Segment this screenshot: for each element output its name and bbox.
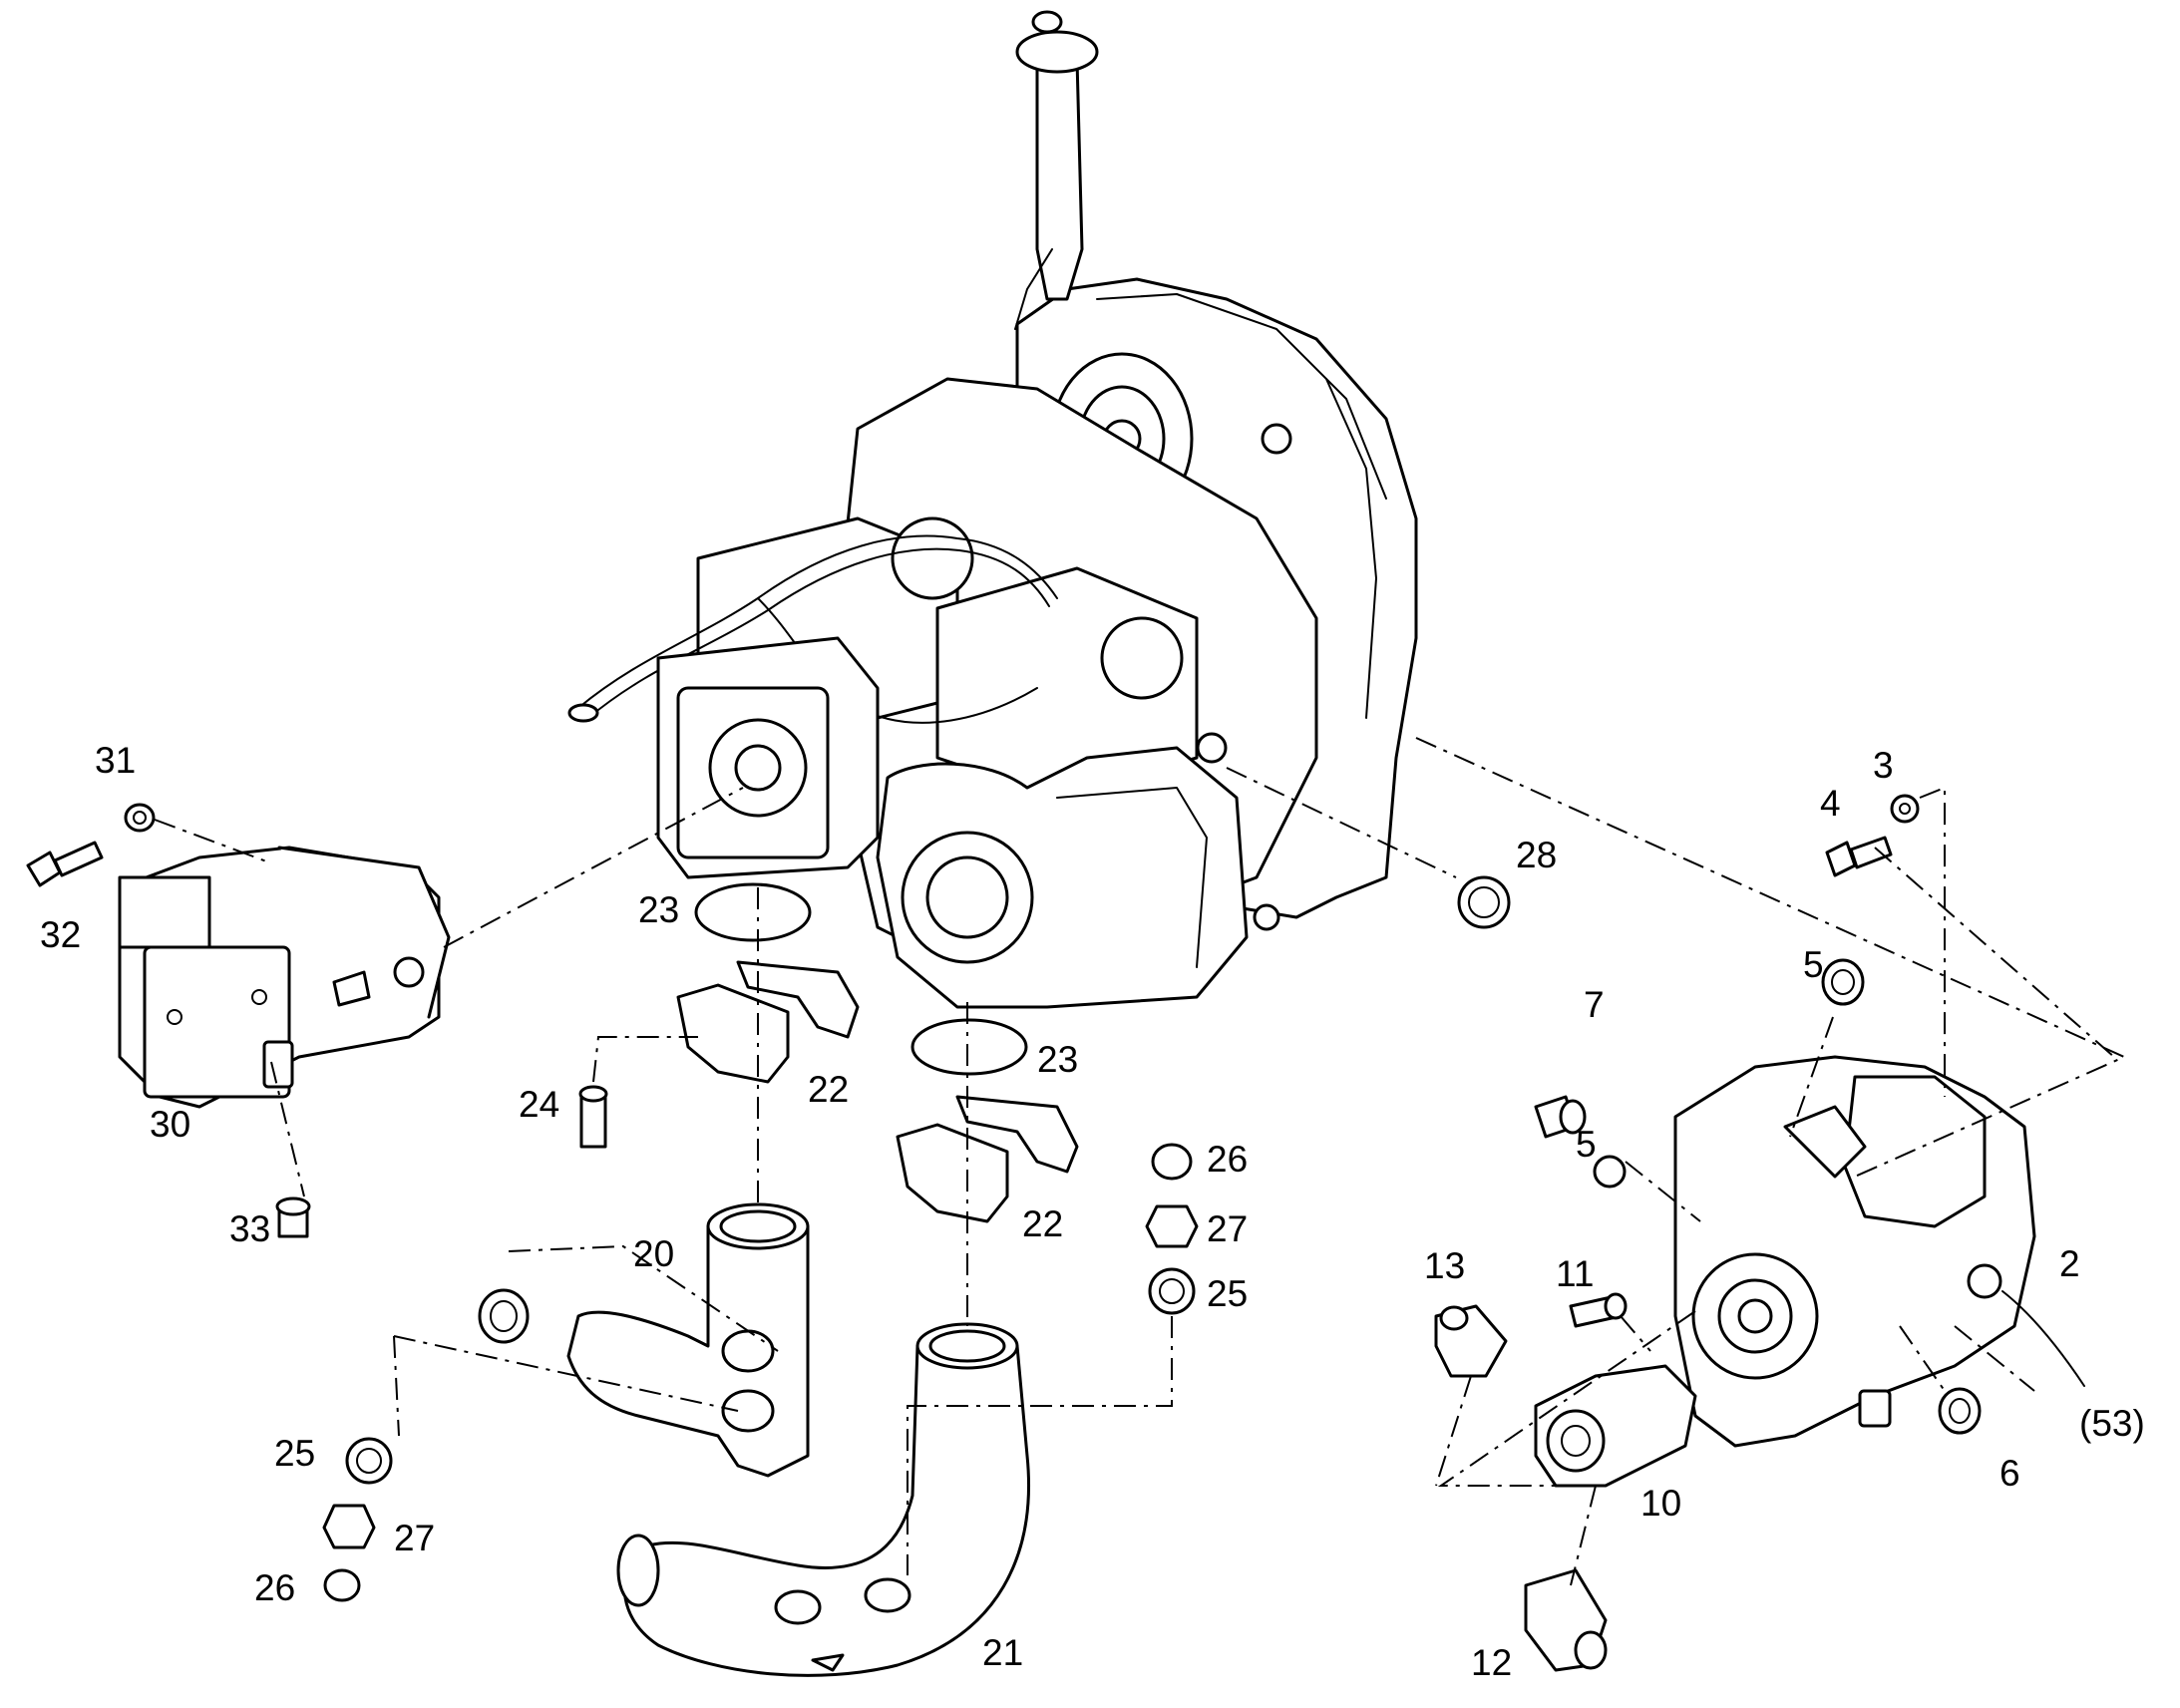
- callout-27-right: 27: [1207, 1208, 1248, 1249]
- fitting-25-pipe20: [478, 1288, 530, 1344]
- callout-25-left: 25: [274, 1433, 315, 1474]
- gear-pump-10: [1534, 1364, 1697, 1488]
- callout-21: 21: [982, 1632, 1023, 1673]
- plug-33: [275, 1196, 311, 1238]
- pipe-20: [566, 1202, 810, 1478]
- callout-53: (53): [2079, 1403, 2145, 1444]
- clamp-22-right: [896, 1095, 1079, 1223]
- bolt-32: [26, 841, 104, 887]
- fitting-5-top: [1821, 958, 1865, 1006]
- callout-7: 7: [1584, 984, 1605, 1025]
- plug-26-left: [323, 1568, 361, 1602]
- callout-31: 31: [95, 740, 136, 781]
- fitting-28: [1457, 875, 1511, 929]
- callout-25-right: 25: [1207, 1273, 1248, 1314]
- callout-30: 30: [150, 1104, 190, 1145]
- callout-33: 33: [229, 1208, 270, 1249]
- pump-unit-2: [1673, 1055, 2036, 1448]
- fitting-12: [1524, 1568, 1608, 1672]
- callout-28: 28: [1516, 835, 1557, 875]
- fitting-7: [1534, 1095, 1587, 1139]
- callout-22-left: 22: [808, 1069, 849, 1110]
- pipe-21: [616, 1322, 1030, 1677]
- callout-12: 12: [1471, 1642, 1512, 1683]
- fitting-25-left: [345, 1437, 393, 1485]
- gasket-23-left: [694, 882, 812, 942]
- plug-26-right: [1151, 1143, 1193, 1181]
- pump-unit-30: [118, 846, 451, 1109]
- callout-5-bottom: 5: [1576, 1124, 1597, 1165]
- bolt-24: [578, 1085, 608, 1149]
- washer-31: [124, 803, 156, 833]
- callout-11: 11: [1556, 1253, 1594, 1294]
- fitting-5-bottom: [1593, 1155, 1627, 1189]
- callout-6: 6: [1999, 1453, 2020, 1494]
- callout-22-right: 22: [1022, 1203, 1063, 1244]
- callout-3: 3: [1873, 745, 1894, 786]
- bolt-4: [1825, 836, 1893, 877]
- callout-26-right: 26: [1207, 1139, 1248, 1180]
- callout-20: 20: [633, 1233, 674, 1274]
- callout-5-top: 5: [1803, 944, 1824, 985]
- callout-10: 10: [1640, 1483, 1681, 1524]
- gasket-23-right: [910, 1018, 1028, 1076]
- nut-27-left: [322, 1504, 376, 1549]
- callout-23-left: 23: [638, 889, 679, 930]
- callout-13: 13: [1424, 1245, 1465, 1286]
- transmission-housing: [567, 10, 1418, 1009]
- fitting-25-right: [1148, 1267, 1196, 1315]
- callout-27-left: 27: [394, 1518, 435, 1558]
- callout-26-left: 26: [254, 1567, 295, 1608]
- washer-3: [1890, 794, 1920, 824]
- clamp-22-left: [676, 960, 860, 1084]
- callout-32: 32: [40, 914, 81, 955]
- fitting-13: [1434, 1304, 1508, 1378]
- plug-6: [1938, 1387, 1982, 1435]
- callout-24: 24: [519, 1084, 559, 1125]
- assembly-lines: [154, 737, 2127, 1586]
- callout-23-right: 23: [1037, 1039, 1078, 1080]
- bolt-11: [1569, 1292, 1628, 1328]
- callout-2: 2: [2059, 1243, 2080, 1284]
- callout-4: 4: [1820, 783, 1841, 824]
- callout-labels: 31 32 30 33 23 24 22 23 22 20 26 27 25 2…: [40, 740, 2145, 1683]
- nut-27-right: [1145, 1204, 1199, 1248]
